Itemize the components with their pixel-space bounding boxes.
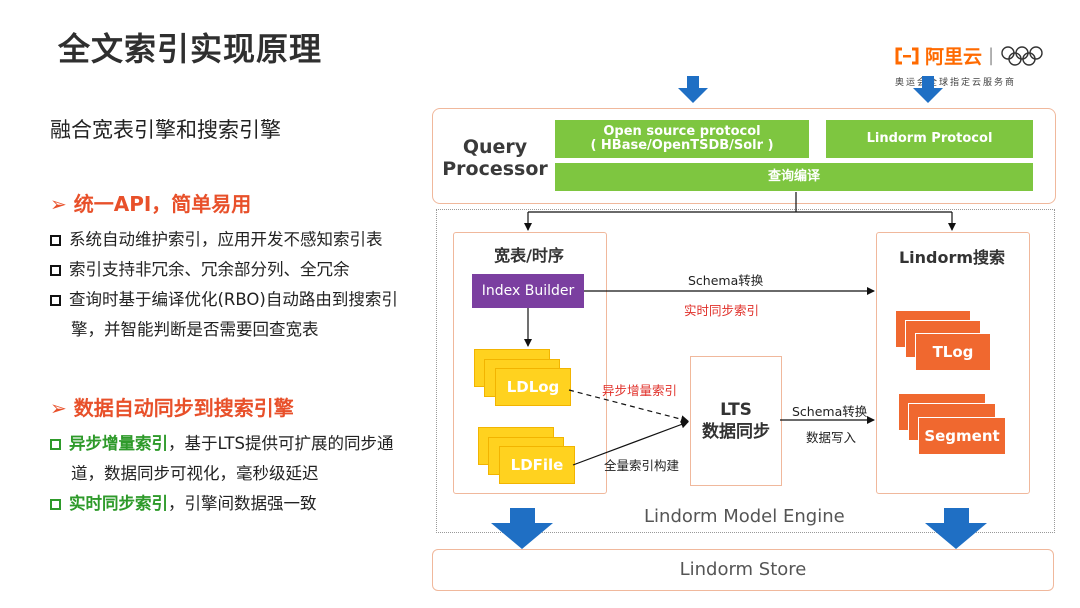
schema-convert-right-label: Schema转换 — [792, 404, 868, 419]
wide-table-title: 宽表/时序 — [494, 246, 564, 265]
arrow-async-incremental — [568, 389, 689, 424]
section1-bullet: 查询时基于编译优化(RBO)自动路由到搜索引 — [50, 285, 398, 315]
open-source-protocol-box: Open source protocol ( HBase/OpenTSDB/So… — [555, 120, 809, 158]
section2-heading: ➢ 数据自动同步到搜索引擎 — [50, 396, 294, 420]
input-arrow-right-icon — [913, 76, 943, 103]
triangle-bullet-icon: ➢ — [50, 192, 67, 216]
section2-bullet: 异步增量索引，基于LTS提供可扩展的同步通 — [50, 429, 393, 459]
checkbox-square-icon — [50, 439, 61, 450]
section2-bullet: 实时同步索引，引擎间数据强一致 — [50, 489, 393, 519]
section1-bullet: 索引支持非冗余、冗余部分列、全冗余 — [50, 255, 398, 285]
lts-box: LTS 数据同步 — [690, 356, 782, 486]
query-processor-label: Query Processor — [442, 136, 548, 180]
store-arrow-right-icon — [925, 508, 987, 549]
checkbox-square-icon — [50, 295, 61, 306]
section1-bullet-cont: 擎，并智能判断是否需要回查宽表 — [71, 320, 319, 339]
full-index-build-label: 全量索引构建 — [604, 458, 680, 473]
tlog-box: TLog — [915, 333, 991, 371]
aliyun-logo-icon — [895, 47, 919, 64]
lindorm-store-box: Lindorm Store — [432, 549, 1054, 591]
checkbox-square-icon — [50, 265, 61, 276]
model-engine-label: Lindorm Model Engine — [644, 506, 845, 527]
index-builder-box: Index Builder — [472, 274, 584, 308]
section2-bullet-cont: 道，数据同步可视化，毫秒级延迟 — [71, 464, 319, 483]
section1: ➢ 统一API，简单易用 系统自动维护索引，应用开发不感知索引表 索引支持非冗余… — [50, 188, 398, 345]
aliyun-logo: 阿里云 | 奥运会全球指定云服务商 — [895, 42, 1065, 90]
input-arrow-left-icon — [678, 76, 708, 103]
olympic-rings-icon — [1001, 45, 1043, 66]
ldfile-box: LDFile — [499, 446, 575, 484]
section2: ➢ 数据自动同步到搜索引擎 异步增量索引，基于LTS提供可扩展的同步通 道，数据… — [50, 392, 393, 519]
query-compile-box: 查询编译 — [555, 163, 1033, 191]
segment-box: Segment — [918, 417, 1006, 455]
lindorm-protocol-box: Lindorm Protocol — [826, 120, 1033, 158]
logo-brand: 阿里云 — [925, 46, 983, 68]
lindorm-search-title: Lindorm搜索 — [898, 248, 1006, 267]
logo-divider: | — [988, 45, 995, 66]
arrow-full-index-build — [572, 420, 689, 466]
data-write-label: 数据写入 — [806, 430, 857, 445]
logo-slogan: 奥运会全球指定云服务商 — [895, 78, 1017, 88]
section1-heading: ➢ 统一API，简单易用 — [50, 192, 252, 216]
subtitle: 融合宽表引擎和搜索引擎 — [50, 118, 281, 142]
page-title: 全文索引实现原理 — [58, 30, 323, 68]
realtime-sync-label: 实时同步索引 — [684, 303, 760, 318]
async-incremental-label: 异步增量索引 — [602, 383, 678, 398]
ldlog-box: LDLog — [495, 368, 571, 406]
schema-convert-top-label: Schema转换 — [688, 273, 764, 288]
triangle-bullet-icon: ➢ — [50, 396, 67, 420]
section1-bullet: 系统自动维护索引，应用开发不感知索引表 — [50, 225, 398, 255]
checkbox-square-icon — [50, 235, 61, 246]
checkbox-square-icon — [50, 499, 61, 510]
store-arrow-left-icon — [491, 508, 553, 549]
model-engine-region — [436, 209, 1055, 533]
